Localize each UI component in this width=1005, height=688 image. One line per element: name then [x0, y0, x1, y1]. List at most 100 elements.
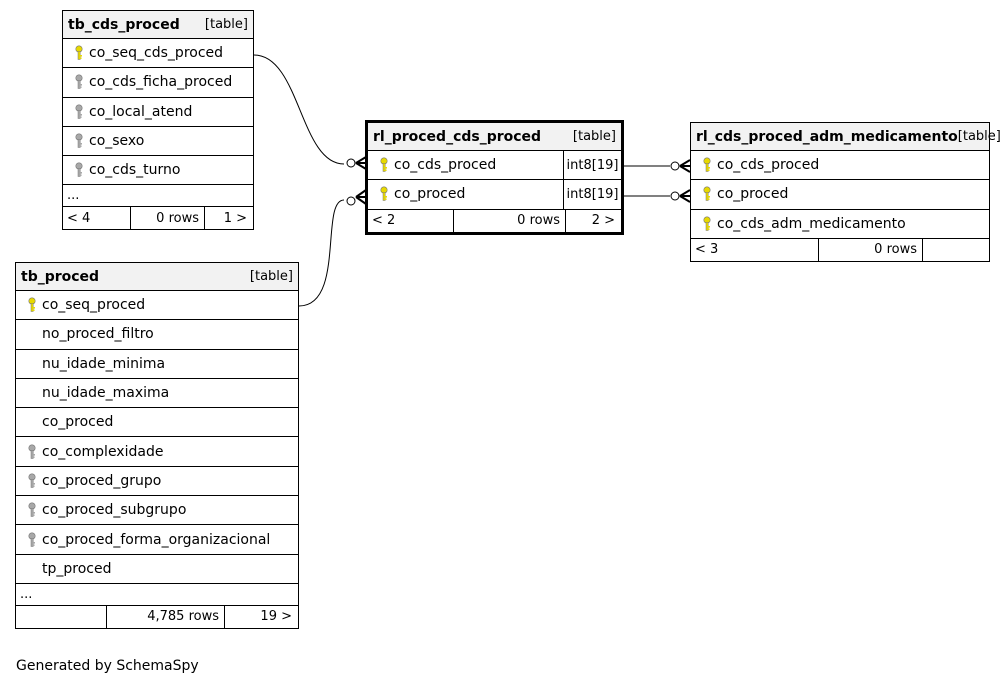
relationship-end-circle: [346, 196, 356, 206]
column-row[interactable]: nu_idade_minima: [16, 350, 298, 379]
column-row[interactable]: co_proced_forma_organizacional: [16, 525, 298, 555]
table-footer: < 3 0 rows: [691, 238, 989, 261]
column-row[interactable]: co_seq_proced: [16, 291, 298, 321]
column-row[interactable]: co_proced: [16, 408, 298, 438]
key-slot: [69, 104, 89, 120]
key-slot: [374, 186, 394, 202]
table-name: rl_cds_proced_adm_medicamento: [696, 128, 958, 145]
relationship-line: [253, 54, 345, 165]
table-header: rl_proced_cds_proced [table]: [368, 123, 621, 151]
primary-key-icon: [380, 186, 388, 202]
table-rl-cds-proced-adm-medicamento[interactable]: rl_cds_proced_adm_medicamento [table] co…: [690, 122, 1001, 262]
parents-count[interactable]: [16, 605, 107, 628]
foreign-key-icon: [28, 473, 36, 488]
row-count: 4,785 rows: [107, 605, 225, 628]
column-row[interactable]: co_cds_proced: [691, 151, 989, 181]
column-name: no_proced_filtro: [42, 326, 154, 343]
key-slot: [697, 186, 717, 202]
column-name: co_proced_subgrupo: [42, 502, 187, 519]
column-name: nu_idade_maxima: [42, 385, 170, 402]
key-slot: [69, 133, 89, 149]
children-count[interactable]: 2 >: [591, 213, 615, 229]
column-name: tp_proced: [42, 560, 112, 577]
crowfoot-marker: [355, 156, 367, 170]
column-name: co_cds_proced: [394, 157, 497, 174]
children-count[interactable]: [923, 239, 989, 261]
table-footer: 4,785 rows 19 >: [16, 605, 298, 628]
children-count[interactable]: 19 >: [260, 609, 292, 625]
key-slot: [69, 162, 89, 178]
column-row[interactable]: co_cds_proced int8[19]: [368, 151, 621, 181]
column-name: co_cds_turno: [89, 162, 181, 179]
column-row[interactable]: co_sexo: [63, 127, 253, 157]
primary-key-icon: [380, 157, 388, 172]
column-row[interactable]: co_proced_subgrupo: [16, 496, 298, 526]
crowfoot-marker: [679, 159, 691, 173]
column-name: co_proced: [42, 414, 114, 431]
relationship-line: [298, 199, 345, 307]
column-row[interactable]: co_seq_cds_proced: [63, 39, 253, 69]
table-footer: < 4 0 rows 1 >: [63, 207, 253, 230]
column-name: co_cds_ficha_proced: [89, 74, 233, 91]
foreign-key-icon: [28, 532, 36, 547]
column-name: co_local_atend: [89, 103, 193, 120]
key-slot: [22, 502, 42, 518]
key-slot: [22, 532, 42, 548]
column-row[interactable]: co_local_atend: [63, 98, 253, 127]
column-type: int8[19]: [563, 180, 621, 209]
key-slot: [22, 473, 42, 489]
primary-key-icon: [75, 45, 83, 60]
table-tb-proced[interactable]: tb_proced [table] co_seq_proced no_proced…: [15, 262, 299, 629]
key-slot: [697, 216, 717, 232]
table-name: tb_proced: [21, 268, 100, 285]
key-slot: [697, 157, 717, 173]
key-slot: [69, 74, 89, 90]
column-row[interactable]: tp_proced: [16, 555, 298, 584]
parents-count[interactable]: < 3: [691, 238, 819, 261]
column-name: co_complexidade: [42, 443, 164, 460]
key-slot: [22, 297, 42, 313]
crowfoot-marker: [679, 189, 691, 203]
column-row[interactable]: nu_idade_maxima: [16, 379, 298, 409]
column-row[interactable]: co_cds_ficha_proced: [63, 68, 253, 98]
table-header: tb_cds_proced [table]: [63, 11, 253, 39]
table-name: rl_proced_cds_proced: [373, 128, 542, 145]
parents-count[interactable]: < 4: [63, 207, 131, 230]
foreign-key-icon: [75, 104, 83, 119]
children-count[interactable]: 1 >: [223, 210, 247, 226]
more-columns: ...: [63, 185, 253, 208]
relationship-end-circle: [670, 161, 680, 171]
column-row[interactable]: co_proced_grupo: [16, 467, 298, 497]
column-row[interactable]: co_cds_adm_medicamento: [691, 210, 989, 239]
column-name: co_cds_proced: [717, 157, 820, 174]
table-name: tb_cds_proced: [68, 16, 180, 33]
primary-key-icon: [703, 216, 711, 231]
row-count: 0 rows: [819, 238, 923, 261]
relationship-end-circle: [346, 158, 356, 168]
column-name: co_cds_adm_medicamento: [717, 215, 906, 232]
primary-key-icon: [28, 297, 36, 312]
column-type: int8[19]: [563, 151, 621, 180]
column-row[interactable]: co_proced: [691, 180, 989, 210]
column-row[interactable]: co_complexidade: [16, 437, 298, 467]
table-header: tb_proced [table]: [16, 263, 298, 291]
key-slot: [374, 157, 394, 173]
column-row[interactable]: no_proced_filtro: [16, 320, 298, 350]
table-kind: [table]: [249, 269, 293, 284]
relationship-end-circle: [670, 191, 680, 201]
table-kind: [table]: [204, 17, 248, 32]
column-row[interactable]: co_cds_turno: [63, 156, 253, 186]
key-slot: [69, 45, 89, 61]
parents-count[interactable]: < 2: [368, 209, 454, 232]
table-rl-proced-cds-proced[interactable]: rl_proced_cds_proced [table] co_cds_proc…: [365, 120, 624, 235]
column-name: co_sexo: [89, 133, 145, 150]
table-footer: < 2 0 rows 2 >: [368, 209, 621, 232]
row-count: 0 rows: [454, 209, 566, 232]
table-header: rl_cds_proced_adm_medicamento [table]: [691, 123, 1001, 151]
column-name: co_seq_proced: [42, 297, 146, 314]
foreign-key-icon: [75, 74, 83, 90]
